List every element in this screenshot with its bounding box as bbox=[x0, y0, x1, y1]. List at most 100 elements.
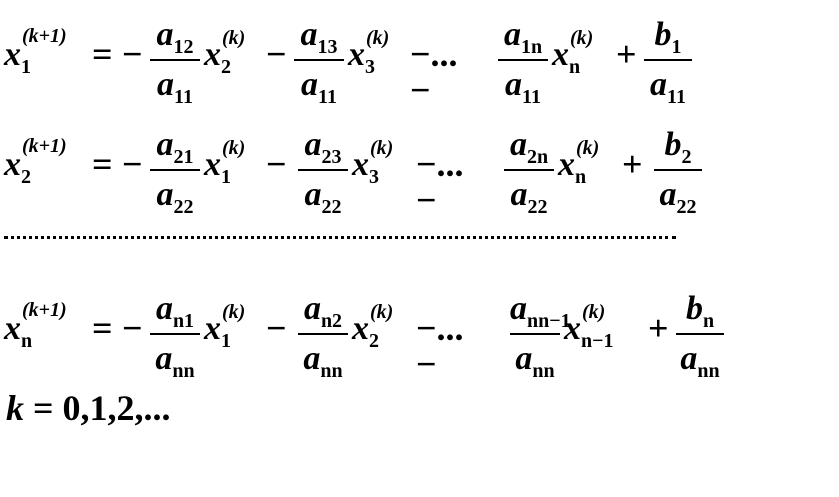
num-base: b bbox=[685, 290, 703, 327]
t3-denominator: ann bbox=[510, 342, 560, 382]
dotted-separator bbox=[4, 236, 676, 239]
var-base: x bbox=[352, 146, 369, 183]
den-base: a bbox=[680, 340, 698, 377]
var-base: x bbox=[352, 310, 369, 347]
num-subscript: 1 bbox=[671, 36, 682, 58]
minus-sign: − bbox=[266, 308, 287, 348]
t3-denominator: a11 bbox=[498, 66, 548, 108]
fraction-bar bbox=[644, 59, 692, 61]
t2-numerator: an2 bbox=[298, 292, 348, 332]
k-symbol: k bbox=[6, 388, 24, 428]
den-subscript: 22 bbox=[676, 196, 697, 218]
rhs-numerator: bn bbox=[676, 290, 724, 332]
var-superscript: (k) bbox=[582, 301, 606, 323]
t2-denominator: a11 bbox=[294, 68, 344, 108]
lhs-variable: x1(k+1) bbox=[4, 26, 67, 78]
minus-sign: − bbox=[122, 308, 143, 348]
iteration-index-line: k = 0,1,2,... bbox=[6, 390, 171, 426]
num-subscript: 2 bbox=[681, 146, 692, 168]
lhs-subscript: 2 bbox=[21, 166, 31, 188]
k-equals: = bbox=[33, 388, 54, 428]
t3-numerator: a2n bbox=[504, 128, 554, 168]
t1-denominator: a11 bbox=[150, 66, 200, 108]
fraction-bar bbox=[676, 333, 724, 335]
t3-variable: xn (k) bbox=[558, 138, 599, 188]
lhs-base: x bbox=[4, 310, 21, 347]
var-base: x bbox=[552, 36, 569, 73]
num-base: b bbox=[654, 16, 672, 53]
t1-numerator: a21 bbox=[150, 126, 200, 168]
plus-sign: + bbox=[648, 308, 669, 348]
num-subscript: n1 bbox=[172, 310, 195, 332]
var-subscript: 2 bbox=[221, 56, 231, 78]
t3-numerator: ann−1 bbox=[510, 290, 571, 332]
lhs-base: x bbox=[4, 146, 21, 183]
ellipsis-sign: −...− bbox=[410, 34, 458, 110]
den-subscript: 11 bbox=[522, 86, 541, 108]
fraction-bar bbox=[298, 169, 348, 171]
t2-variable: x3(k) bbox=[348, 28, 389, 77]
lhs-variable: x2 (k+1) bbox=[4, 136, 67, 188]
lhs-subscript: 1 bbox=[21, 56, 31, 78]
var-superscript: (k) bbox=[370, 137, 394, 159]
var-subscript: 1 bbox=[221, 330, 231, 352]
fraction-bar bbox=[298, 333, 348, 335]
num-subscript: 2n bbox=[526, 146, 549, 168]
den-subscript: 11 bbox=[318, 86, 337, 108]
den-base: a bbox=[303, 340, 321, 377]
t2-variable: x3(k) bbox=[352, 138, 393, 187]
var-subscript: 2 bbox=[369, 330, 379, 352]
den-subscript: 11 bbox=[667, 86, 686, 108]
lhs-subscript: n bbox=[21, 330, 33, 352]
t3-variable: xn−1(k) bbox=[564, 302, 614, 351]
num-base: a bbox=[510, 290, 527, 327]
den-subscript: 22 bbox=[173, 196, 194, 218]
minus-sign: − bbox=[122, 144, 143, 184]
num-base: a bbox=[155, 290, 173, 327]
eq-sign: = bbox=[92, 34, 113, 74]
var-superscript: (k) bbox=[576, 137, 600, 159]
var-superscript: (k) bbox=[570, 27, 594, 49]
den-base: a bbox=[157, 66, 175, 103]
den-subscript: 22 bbox=[527, 196, 548, 218]
den-base: a bbox=[659, 176, 677, 213]
eq-sign: = bbox=[92, 308, 113, 348]
den-subscript: nn bbox=[532, 360, 555, 382]
num-base: a bbox=[503, 16, 521, 53]
minus-sign: − bbox=[122, 34, 143, 74]
t1-variable: x1 (k) bbox=[204, 138, 245, 188]
var-base: x bbox=[564, 310, 581, 347]
plus-sign: + bbox=[622, 144, 643, 184]
ellipsis-sign: −...− bbox=[416, 144, 464, 220]
num-subscript: 23 bbox=[321, 146, 342, 168]
fraction-bar bbox=[150, 169, 200, 171]
var-superscript: (k) bbox=[370, 301, 394, 323]
den-base: a bbox=[510, 176, 528, 213]
var-base: x bbox=[558, 146, 575, 183]
fraction-bar bbox=[510, 333, 560, 335]
rhs-denominator: a11 bbox=[644, 68, 692, 108]
num-subscript: 13 bbox=[317, 36, 338, 58]
num-base: a bbox=[300, 16, 318, 53]
lhs-variable: xn(k+1) bbox=[4, 300, 67, 352]
k-values: 0,1,2,... bbox=[62, 388, 171, 428]
num-base: a bbox=[156, 126, 174, 163]
var-base: x bbox=[204, 146, 221, 183]
var-subscript: 1 bbox=[221, 166, 231, 188]
num-base: a bbox=[304, 126, 322, 163]
var-subscript: n bbox=[575, 166, 587, 188]
var-superscript: (k) bbox=[222, 27, 246, 49]
lhs-superscript: (k+1) bbox=[22, 135, 67, 157]
minus-sign: − bbox=[266, 34, 287, 74]
lhs-superscript: (k+1) bbox=[22, 25, 67, 47]
var-superscript: (k) bbox=[222, 137, 246, 159]
ellipsis-sign: −...− bbox=[416, 308, 464, 384]
num-base: b bbox=[664, 126, 682, 163]
fraction-bar bbox=[504, 169, 554, 171]
rhs-denominator: a22 bbox=[654, 176, 702, 218]
fraction-bar bbox=[654, 169, 702, 171]
var-superscript: (k) bbox=[222, 301, 246, 323]
t2-denominator: ann bbox=[298, 340, 348, 382]
t1-denominator: ann bbox=[150, 342, 200, 382]
den-base: a bbox=[505, 66, 523, 103]
